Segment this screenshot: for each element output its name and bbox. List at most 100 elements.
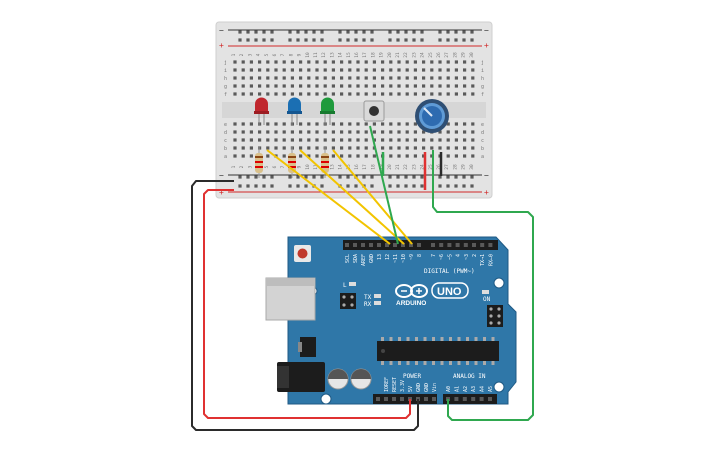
terminal-hole[interactable] — [299, 84, 303, 88]
rail-hole[interactable] — [262, 38, 266, 42]
terminal-hole[interactable] — [241, 138, 245, 142]
terminal-hole[interactable] — [422, 130, 426, 134]
terminal-hole[interactable] — [471, 92, 475, 96]
power-pin-hole[interactable] — [432, 397, 436, 401]
terminal-hole[interactable] — [389, 60, 393, 64]
digital-pin-hole[interactable] — [472, 243, 476, 247]
terminal-hole[interactable] — [282, 146, 286, 150]
terminal-hole[interactable] — [299, 76, 303, 80]
terminal-hole[interactable] — [463, 76, 467, 80]
terminal-hole[interactable] — [331, 130, 335, 134]
terminal-hole[interactable] — [233, 68, 237, 72]
terminal-hole[interactable] — [315, 154, 319, 158]
terminal-hole[interactable] — [315, 130, 319, 134]
terminal-hole[interactable] — [266, 76, 270, 80]
terminal-hole[interactable] — [405, 154, 409, 158]
rail-hole[interactable] — [462, 184, 466, 188]
terminal-hole[interactable] — [397, 76, 401, 80]
terminal-hole[interactable] — [249, 138, 253, 142]
terminal-hole[interactable] — [307, 84, 311, 88]
rail-hole[interactable] — [312, 30, 316, 34]
terminal-hole[interactable] — [282, 92, 286, 96]
terminal-hole[interactable] — [372, 130, 376, 134]
rail-hole[interactable] — [238, 175, 242, 179]
terminal-hole[interactable] — [290, 68, 294, 72]
rail-hole[interactable] — [346, 38, 350, 42]
terminal-hole[interactable] — [413, 146, 417, 150]
terminal-hole[interactable] — [282, 130, 286, 134]
rail-hole[interactable] — [254, 184, 258, 188]
terminal-hole[interactable] — [299, 92, 303, 96]
terminal-hole[interactable] — [258, 68, 262, 72]
rail-hole[interactable] — [288, 184, 292, 188]
terminal-hole[interactable] — [405, 146, 409, 150]
terminal-hole[interactable] — [340, 60, 344, 64]
terminal-hole[interactable] — [299, 68, 303, 72]
terminal-hole[interactable] — [307, 154, 311, 158]
rail-hole[interactable] — [346, 30, 350, 34]
terminal-hole[interactable] — [266, 138, 270, 142]
terminal-hole[interactable] — [438, 130, 442, 134]
terminal-hole[interactable] — [422, 138, 426, 142]
terminal-hole[interactable] — [463, 130, 467, 134]
terminal-hole[interactable] — [307, 122, 311, 126]
terminal-hole[interactable] — [356, 130, 360, 134]
terminal-hole[interactable] — [299, 130, 303, 134]
terminal-hole[interactable] — [413, 122, 417, 126]
digital-pin-hole[interactable] — [361, 243, 365, 247]
terminal-hole[interactable] — [266, 154, 270, 158]
digital-pin-hole[interactable] — [345, 243, 349, 247]
terminal-hole[interactable] — [471, 60, 475, 64]
terminal-hole[interactable] — [438, 146, 442, 150]
terminal-hole[interactable] — [315, 84, 319, 88]
terminal-hole[interactable] — [405, 68, 409, 72]
terminal-hole[interactable] — [282, 84, 286, 88]
blue-led[interactable] — [287, 97, 302, 126]
rail-hole[interactable] — [370, 184, 374, 188]
terminal-hole[interactable] — [340, 154, 344, 158]
terminal-hole[interactable] — [315, 92, 319, 96]
rail-hole[interactable] — [338, 30, 342, 34]
rail-hole[interactable] — [438, 175, 442, 179]
terminal-hole[interactable] — [340, 122, 344, 126]
terminal-hole[interactable] — [241, 76, 245, 80]
terminal-hole[interactable] — [340, 146, 344, 150]
terminal-hole[interactable] — [446, 154, 450, 158]
terminal-hole[interactable] — [463, 138, 467, 142]
terminal-hole[interactable] — [266, 92, 270, 96]
terminal-hole[interactable] — [340, 138, 344, 142]
rail-hole[interactable] — [404, 175, 408, 179]
rail-hole[interactable] — [438, 38, 442, 42]
terminal-hole[interactable] — [356, 76, 360, 80]
terminal-hole[interactable] — [413, 84, 417, 88]
terminal-hole[interactable] — [356, 84, 360, 88]
terminal-hole[interactable] — [299, 154, 303, 158]
terminal-hole[interactable] — [307, 146, 311, 150]
analog-pin-hole[interactable] — [462, 397, 467, 401]
terminal-hole[interactable] — [397, 122, 401, 126]
terminal-hole[interactable] — [446, 146, 450, 150]
power-pin-hole[interactable] — [392, 397, 396, 401]
rail-hole[interactable] — [270, 38, 274, 42]
rail-hole[interactable] — [354, 38, 358, 42]
terminal-hole[interactable] — [266, 84, 270, 88]
terminal-hole[interactable] — [413, 60, 417, 64]
terminal-hole[interactable] — [356, 68, 360, 72]
terminal-hole[interactable] — [454, 154, 458, 158]
terminal-hole[interactable] — [299, 122, 303, 126]
rail-hole[interactable] — [338, 175, 342, 179]
rail-hole[interactable] — [320, 38, 324, 42]
rail-hole[interactable] — [362, 30, 366, 34]
rail-hole[interactable] — [270, 30, 274, 34]
power-pin-hole[interactable] — [424, 397, 428, 401]
terminal-hole[interactable] — [381, 138, 385, 142]
terminal-hole[interactable] — [356, 60, 360, 64]
terminal-hole[interactable] — [381, 68, 385, 72]
digital-pin-hole[interactable] — [463, 243, 468, 247]
rail-hole[interactable] — [454, 175, 458, 179]
terminal-hole[interactable] — [372, 92, 376, 96]
digital-pin-hole[interactable] — [447, 243, 452, 247]
terminal-hole[interactable] — [364, 60, 368, 64]
terminal-hole[interactable] — [331, 92, 335, 96]
rail-hole[interactable] — [446, 38, 450, 42]
